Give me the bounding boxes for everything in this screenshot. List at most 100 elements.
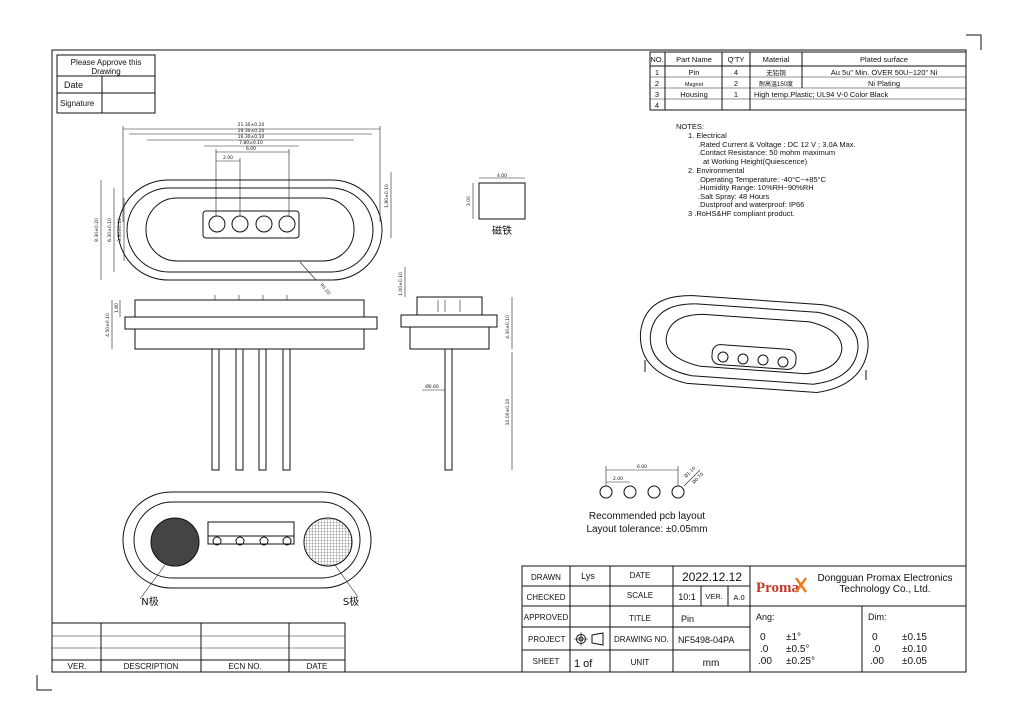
dim-label: 6.00 <box>637 464 647 470</box>
notes-line: .Humidity Range: 10%RH~90%RH <box>698 183 814 192</box>
rev-header-date: DATE <box>307 662 328 671</box>
ang-row: ±1° <box>786 632 801 643</box>
pin-hole <box>235 536 245 546</box>
dim-label: Ø0.60 <box>425 383 439 390</box>
rev-header-ecn: ECN NO. <box>228 662 261 671</box>
parts-cell: Magnet <box>685 82 704 88</box>
parts-header-plated: Plated surface <box>860 55 908 64</box>
logo-text: Proma <box>756 580 800 596</box>
notes-line: .Contact Resistance: 50 mohm maximum <box>698 148 835 157</box>
dim-row: ±0.10 <box>902 644 927 655</box>
magnet-s-pole <box>303 517 353 567</box>
approval-date-label: Date <box>64 80 83 90</box>
tb-drawing-no-label: DRAWING NO. <box>614 635 669 644</box>
dim-label: 3.30±0.10 <box>117 218 123 242</box>
side-view-2: 1.00±0.10 4.30±0.10 10.00±0.10 Ø0.60 <box>398 267 513 471</box>
notes-line: 1. Electrical <box>688 131 727 140</box>
tb-drawn-label: DRAWN <box>531 573 561 582</box>
tb-sheet-value: 1 of <box>574 658 593 670</box>
dim-label: 1.80 <box>114 303 120 313</box>
dim-label: 2.00 <box>613 476 623 482</box>
parts-header-part-name: Part Name <box>676 55 712 64</box>
top-view: 21.30±0.20 19.30±0.20 16.30±0.10 7.80±0.… <box>94 122 392 296</box>
dim-row: 0 <box>872 632 878 643</box>
title-block: DRAWN Lys DATE 2022.12.12 CHECKED SCALE … <box>521 565 967 673</box>
parts-header-qty: Q'TY <box>728 55 745 64</box>
tb-drawn-value: Lys <box>581 571 595 581</box>
dim-label: 1.80±0.10 <box>384 184 390 208</box>
notes-line: at Working Height(Quiescence) <box>703 157 808 166</box>
dim-label: 3.00 <box>466 196 472 206</box>
pin-hole <box>278 215 296 233</box>
parts-cell: 2 <box>734 79 738 88</box>
pin-hole <box>231 215 249 233</box>
tb-ver-value: A.0 <box>733 593 744 602</box>
tb-date-value: 2022.12.12 <box>682 570 742 584</box>
pcb-layout-tolerance: Layout tolerance: ±0.05mm <box>586 524 707 535</box>
corner-mark-bottom-left <box>36 675 52 691</box>
tb-approved-label: APPROVED <box>524 613 569 622</box>
ang-row: .0 <box>760 644 769 655</box>
tb-scale-value: 10:1 <box>678 592 696 602</box>
dim-label: 16.30±0.10 <box>238 134 265 140</box>
revision-table: VER. DESCRIPTION ECN NO. DATE <box>51 622 346 673</box>
pin-hole <box>212 536 222 546</box>
tb-ver-label: VER. <box>705 592 723 601</box>
parts-cell: Pin <box>689 68 700 77</box>
notes-line: .Operating Temperature: -40°C~+85°C <box>698 175 827 184</box>
tb-checked-label: CHECKED <box>526 593 565 602</box>
pin-hole <box>259 536 269 546</box>
dim-label: 19.30±0.20 <box>238 128 265 134</box>
company-name-1: Dongguan Promax Electronics <box>817 573 952 584</box>
magnet-label: 磁铁 <box>492 224 512 237</box>
approval-signature-label: Signature <box>60 99 95 108</box>
approval-title-2: Drawing <box>91 67 120 76</box>
dim-row: .0 <box>872 644 881 655</box>
notes-line: .Salt Spray: 48 Hours <box>698 192 770 201</box>
parts-cell: 1 <box>655 68 659 77</box>
tb-drawing-no-value: NF5498-04PA <box>678 635 734 645</box>
notes-line: 2. Environmental <box>688 166 745 175</box>
parts-header-material: Material <box>763 55 790 64</box>
pin-hole <box>208 215 226 233</box>
drawing-frame <box>51 49 967 673</box>
tb-unit-value: mm <box>703 658 720 669</box>
pin-hole <box>777 356 789 368</box>
pin-hole <box>737 353 749 365</box>
approval-box: Please Approve this Drawing Date Signatu… <box>56 54 156 114</box>
n-pole-label: N极 <box>141 595 158 608</box>
pcb-layout-title: Recommended pcb layout <box>589 511 705 522</box>
pcb-layout: 6.00 2.00 Ø1.10 Ø0.70 Recommended pcb la… <box>586 464 707 535</box>
company-name-2: Technology Co., Ltd. <box>839 584 930 595</box>
notes-line: .Dustproof and waterproof: IP66 <box>698 200 804 209</box>
pin-hole <box>255 215 273 233</box>
parts-cell: Au 5u" Min. OVER 50U~120" Ni <box>831 68 938 77</box>
dim-label: Ø1.10 <box>682 465 697 480</box>
magnet-view: 4.00 3.00 磁铁 <box>466 173 526 237</box>
magnet-n-pole <box>150 517 200 567</box>
dim-label: 4.30±0.10 <box>505 315 511 339</box>
parts-cell: 2 <box>655 79 659 88</box>
rev-header-description: DESCRIPTION <box>124 662 179 671</box>
tb-title-label: TITLE <box>629 614 651 623</box>
pin-hole <box>717 351 729 363</box>
pin-hole <box>757 354 769 366</box>
ang-row: .00 <box>758 656 772 667</box>
parts-header-no: NO. <box>650 55 663 64</box>
tb-project-label: PROJECT <box>528 635 565 644</box>
tb-title-value: Pin <box>681 614 694 624</box>
company-logo: Proma <box>756 577 808 596</box>
parts-cell: High temp.Plastic; UL94 V-0 Color Black <box>754 90 888 99</box>
ang-row: ±0.25° <box>786 656 815 667</box>
dim-label: 4.50±0.10 <box>105 313 111 337</box>
dim-label: 8.30±0.20 <box>94 218 100 242</box>
notes-line: .Rated Current & Voltage : DC 12 V ; 3.0… <box>698 140 856 149</box>
parts-cell: Ni Plating <box>868 79 900 88</box>
notes: NOTES: 1. Electrical .Rated Current & Vo… <box>676 122 856 218</box>
parts-cell: Housing <box>680 90 708 99</box>
tb-unit-label: UNIT <box>631 658 650 667</box>
pin-hole <box>282 536 292 546</box>
ang-label: Ang: <box>756 612 775 622</box>
dim-label: 7.80±0.10 <box>239 140 263 146</box>
dim-row: ±0.05 <box>902 656 927 667</box>
